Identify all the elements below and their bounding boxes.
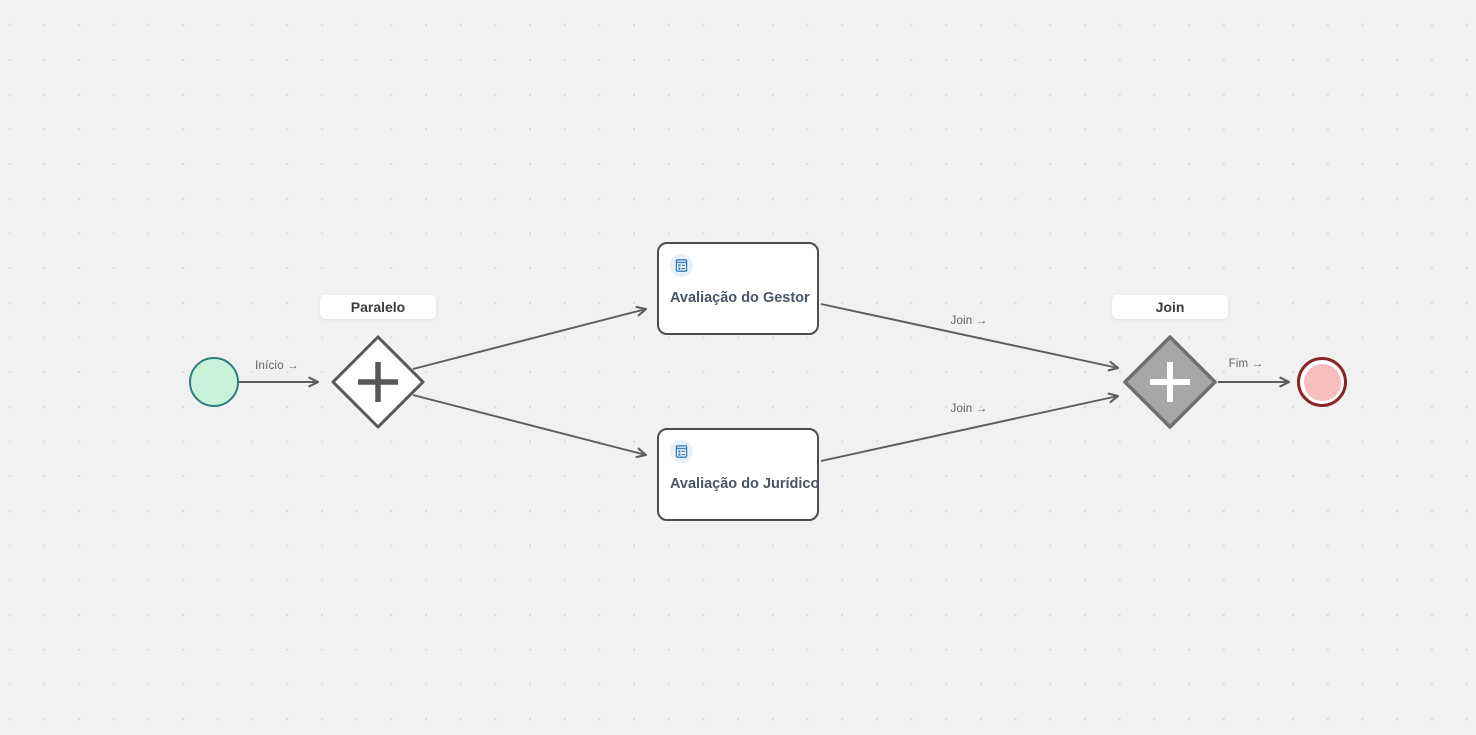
join-gateway-node[interactable] [1122, 334, 1218, 430]
parallel-gateway-node[interactable] [330, 334, 426, 430]
edge-gestor-to-join[interactable] [820, 303, 1120, 372]
parallel-gateway-label: Paralelo [320, 295, 436, 319]
edge-parallel-to-juridico[interactable] [412, 394, 648, 459]
edge-juridico-to-join[interactable] [820, 392, 1120, 462]
diamond-plus-icon [331, 335, 425, 429]
start-event-node[interactable] [189, 357, 239, 407]
edge-label-join-bottom: Join → [950, 403, 988, 415]
form-icon [670, 254, 693, 277]
task-node-gestor[interactable]: Avaliação do Gestor [657, 242, 819, 335]
task-node-juridico[interactable]: Avaliação do Jurídico [657, 428, 819, 521]
join-gateway-label: Join [1112, 295, 1228, 319]
end-event-inner-circle [1303, 363, 1341, 401]
edge-label-fim: Fim → [1228, 358, 1264, 370]
edge-parallel-to-gestor[interactable] [412, 305, 648, 370]
task-label: Avaliação do Gestor [670, 290, 810, 306]
edge-label-join-top: Join → [950, 315, 988, 327]
task-label: Avaliação do Jurídico [670, 476, 820, 492]
edge-label-inicio: Início → [255, 360, 299, 372]
end-event-node[interactable] [1297, 357, 1347, 407]
form-icon [670, 440, 693, 463]
diamond-plus-icon [1123, 335, 1217, 429]
